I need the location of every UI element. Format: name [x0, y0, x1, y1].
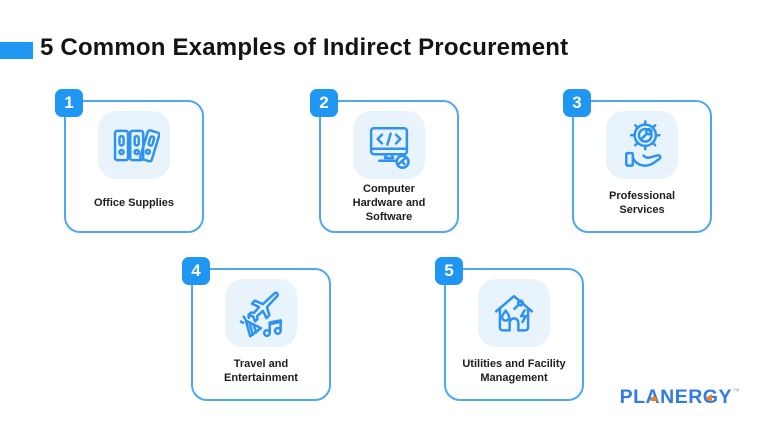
gear-hand-icon [606, 111, 678, 179]
card-number-badge: 1 [55, 89, 83, 117]
card-label: Travel and Entertainment [224, 357, 298, 384]
trademark-symbol: ™ [732, 387, 740, 396]
card-office-supplies: 1 Office Supplies [55, 89, 204, 233]
binders-icon [98, 111, 170, 179]
card-label: Professional Services [608, 189, 676, 216]
logo-wordmark: PLANERGY [619, 386, 732, 408]
travel-entertainment-icon [225, 279, 297, 347]
card-professional-services: 3 Professional Services [563, 89, 712, 233]
logo-accent-g-arrow [704, 394, 712, 402]
card-number-badge: 3 [563, 89, 591, 117]
title-marker [0, 42, 33, 59]
card-number-badge: 4 [182, 257, 210, 285]
card-number-badge: 5 [435, 257, 463, 285]
planergy-logo: PLANERGY™ [620, 386, 740, 412]
house-utilities-icon [478, 279, 550, 347]
card-label: Computer Hardware and Software [352, 182, 426, 223]
card-utilities-facility: 5 Utilities and Facility Management [435, 257, 584, 401]
card-travel-entertainment: 4 Travel and Entertainment [182, 257, 331, 401]
card-label: Office Supplies [93, 196, 175, 209]
card-number-badge: 2 [310, 89, 338, 117]
page-title: 5 Common Examples of Indirect Procuremen… [40, 34, 569, 61]
logo-accent-a-triangle [649, 395, 658, 401]
card-computer-hardware-software: 2 Computer Hardware and Software [310, 89, 459, 233]
card-label: Utilities and Facility Management [462, 357, 566, 384]
computer-code-icon [353, 111, 425, 179]
